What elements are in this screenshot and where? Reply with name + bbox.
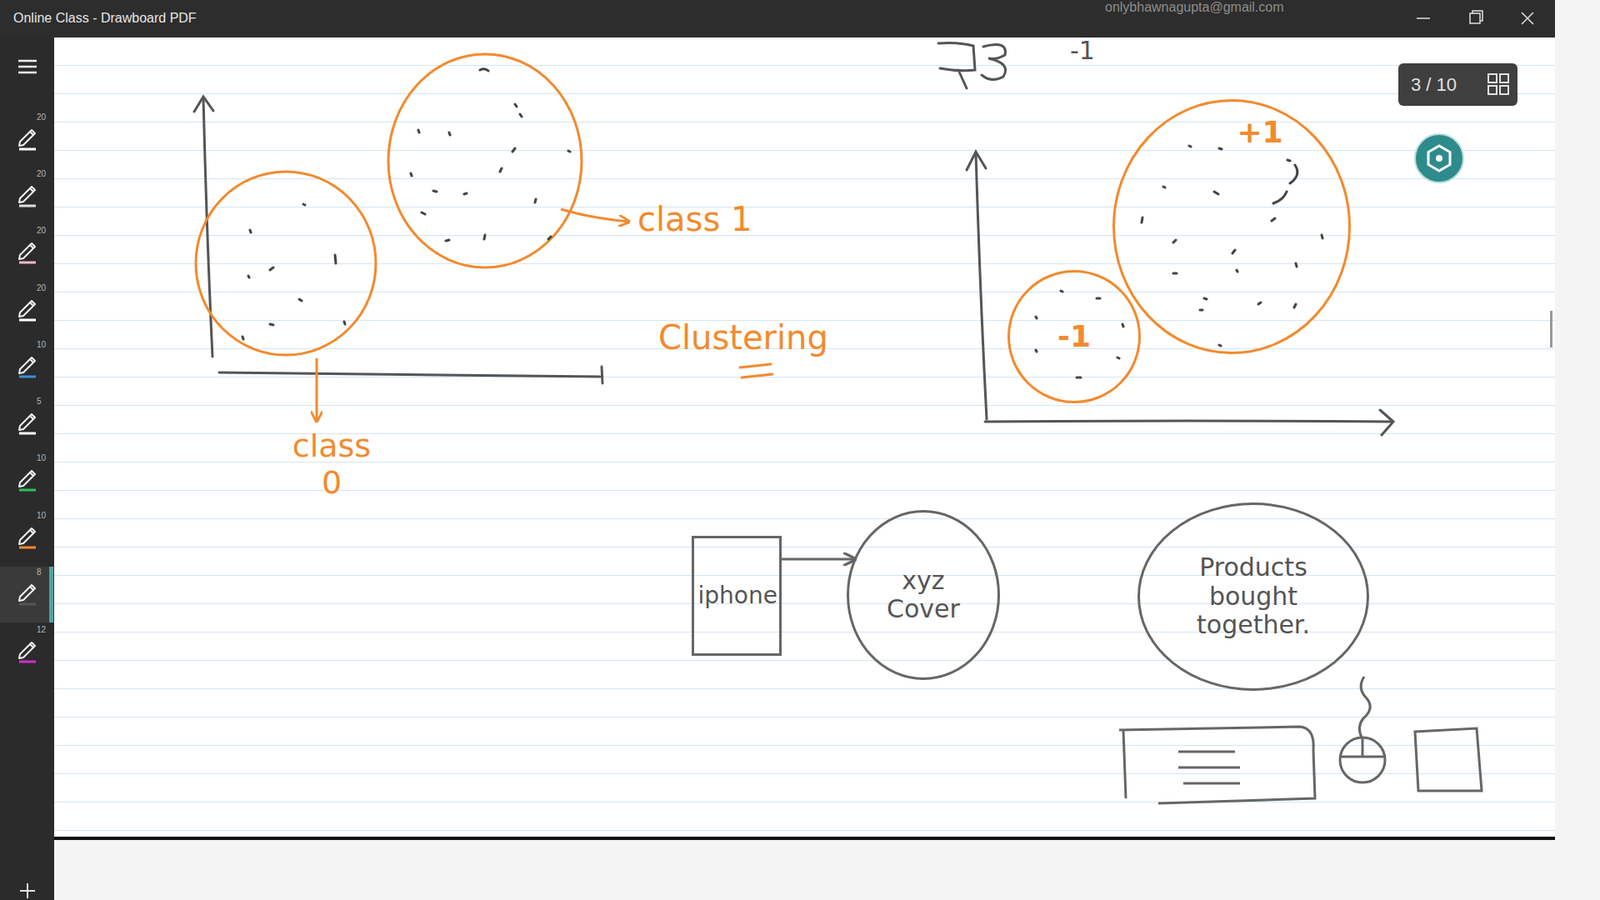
circle-outline bbox=[1009, 271, 1140, 403]
pen-size: 12 bbox=[36, 625, 46, 635]
mouse-sketch bbox=[1340, 737, 1385, 783]
node-text: iphone bbox=[698, 582, 775, 610]
data-points bbox=[1035, 290, 1124, 378]
keyboard-sketch bbox=[1119, 726, 1315, 804]
pen-icon bbox=[19, 300, 35, 317]
note-number: -1 bbox=[1070, 36, 1095, 66]
page-indicator: 3 / 10 bbox=[1410, 74, 1457, 95]
pen-icon bbox=[19, 470, 35, 487]
pen-icon bbox=[19, 130, 35, 146]
class-label: class 1 bbox=[637, 200, 752, 239]
box-outline bbox=[692, 537, 780, 655]
group-circle: Products bought together. bbox=[1137, 502, 1370, 691]
scribble bbox=[938, 42, 1006, 89]
node-text: xyz Cover bbox=[877, 566, 970, 625]
tool-sidebar bbox=[0, 37, 55, 900]
restore-icon bbox=[1470, 13, 1480, 24]
minimize-icon bbox=[1416, 17, 1430, 20]
pen-icon bbox=[19, 357, 35, 374]
product-circle: xyz Cover bbox=[846, 510, 1000, 680]
selected-pen-row bbox=[0, 566, 55, 623]
pen-icon bbox=[19, 528, 35, 545]
data-points bbox=[242, 204, 345, 340]
node-text: -1 bbox=[1057, 319, 1091, 354]
window-title: Online Class - Drawboard PDF bbox=[13, 10, 197, 26]
pen-icon bbox=[19, 243, 35, 260]
pen-size: 20 bbox=[36, 169, 46, 180]
circle-outline bbox=[1114, 100, 1350, 354]
grid-icon bbox=[1488, 74, 1509, 95]
circle-outline bbox=[1139, 504, 1369, 690]
node-text: +1 bbox=[1236, 115, 1283, 150]
pen-color-marks bbox=[19, 149, 36, 662]
pen-size: 20 bbox=[36, 225, 46, 236]
pen-size: 5 bbox=[36, 396, 42, 407]
page-border bbox=[54, 836, 1555, 840]
pen-size: 10 bbox=[36, 453, 46, 464]
pen-size: 20 bbox=[36, 283, 46, 294]
connector-arrow bbox=[781, 558, 856, 561]
pen-icon bbox=[19, 642, 35, 659]
circle-outline bbox=[848, 511, 1000, 680]
data-points bbox=[1141, 145, 1323, 346]
settings-button bbox=[1415, 134, 1464, 183]
pen-icon bbox=[19, 186, 35, 203]
node-text: Products bought together. bbox=[1182, 553, 1325, 640]
selected-pen-bar bbox=[49, 566, 54, 623]
cluster-circle: -1 bbox=[1007, 270, 1141, 404]
pen-icon bbox=[19, 585, 35, 601]
product-box: iphone bbox=[691, 535, 782, 656]
pen-icon bbox=[19, 414, 35, 430]
pen-size: 20 bbox=[36, 112, 46, 123]
close-icon bbox=[1521, 12, 1534, 25]
left-axes bbox=[194, 96, 603, 384]
pen-size: 8 bbox=[36, 567, 42, 578]
account-email: onlybhawnagupta@gmail.com bbox=[1105, 0, 1285, 15]
circle-outline bbox=[1112, 99, 1351, 355]
leader-arrow bbox=[315, 358, 319, 422]
class-label: class 0 bbox=[285, 428, 378, 501]
box-sketch bbox=[1415, 728, 1482, 791]
keyboard-keys bbox=[1178, 751, 1240, 784]
scroll-indicator bbox=[1550, 310, 1553, 348]
cluster-circle bbox=[388, 54, 582, 268]
underline bbox=[740, 364, 773, 378]
window-controls bbox=[1416, 10, 1534, 25]
pen-size: 10 bbox=[36, 510, 46, 521]
right-axes bbox=[966, 151, 1394, 435]
data-points bbox=[410, 69, 570, 241]
leader-arrow bbox=[560, 209, 630, 222]
hamburger-icon bbox=[18, 60, 37, 73]
cluster-circle: +1 bbox=[1112, 99, 1351, 355]
pen-size: 10 bbox=[36, 340, 46, 350]
pen-tools bbox=[19, 130, 36, 662]
squiggle-line bbox=[1359, 676, 1370, 738]
cluster-circle bbox=[195, 171, 376, 355]
title-bar bbox=[0, 0, 1555, 38]
topic-heading: Clustering bbox=[658, 318, 829, 357]
add-icon bbox=[20, 883, 35, 899]
restore-icon bbox=[1472, 10, 1483, 21]
